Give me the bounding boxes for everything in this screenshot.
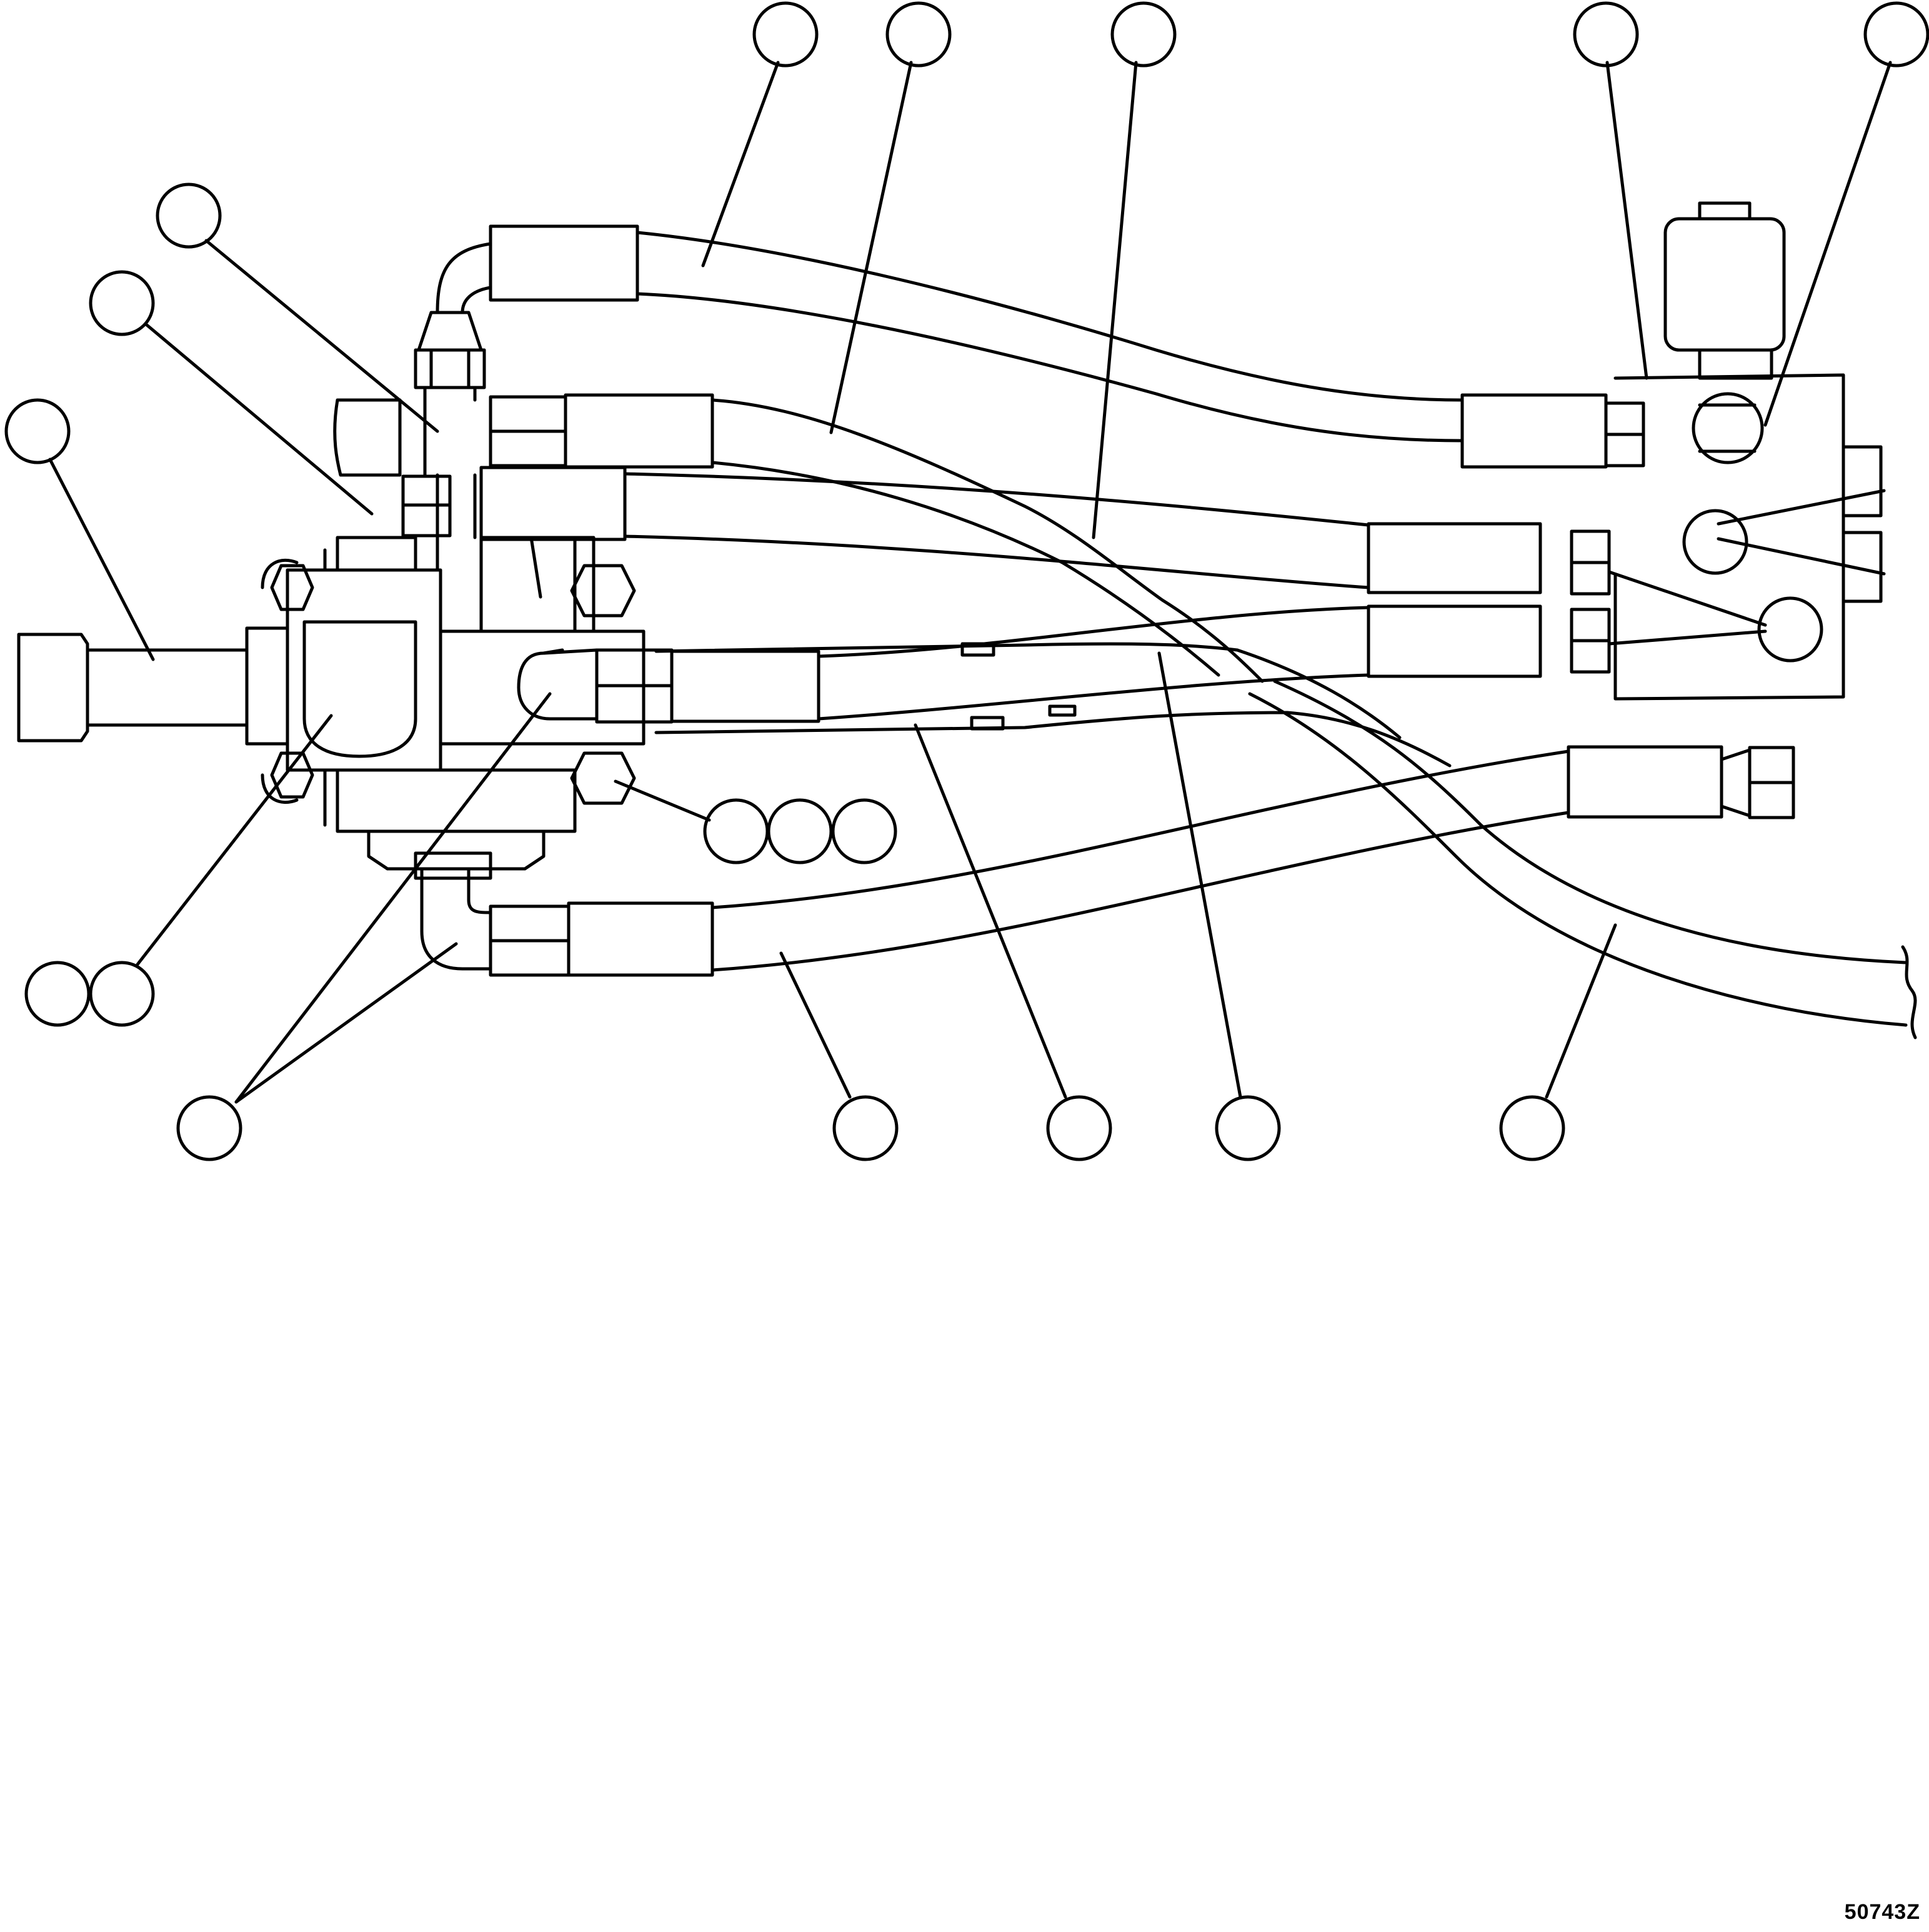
hose-top	[636, 231, 1464, 443]
callout-balloon	[1215, 1095, 1281, 1161]
callout-balloon	[832, 1095, 899, 1161]
callout-balloons	[4, 1, 1929, 1161]
bolt-heads	[261, 558, 636, 805]
hose-crossing	[817, 606, 1370, 721]
leader-lines	[48, 61, 1892, 1104]
callout-balloon	[1110, 1, 1177, 68]
solenoid-manifold	[1613, 201, 1883, 701]
callout-balloon	[89, 270, 155, 336]
callout-balloon	[1046, 1095, 1112, 1161]
main-valve-body	[245, 398, 645, 871]
callout-balloon	[176, 1095, 242, 1161]
callout-balloon	[4, 398, 71, 464]
elbow-bottom	[414, 851, 492, 971]
hose-lower-flat	[654, 642, 1452, 768]
callout-balloon	[156, 183, 222, 249]
callout-balloon	[703, 798, 769, 864]
inlet-pipe	[17, 633, 249, 743]
callout-balloon	[24, 961, 91, 1027]
hose-fittings	[401, 224, 1795, 977]
callout-balloon	[1499, 1095, 1565, 1161]
callout-balloon	[1757, 596, 1823, 663]
clamp-tabs	[960, 642, 1077, 731]
callout-balloon	[752, 1, 819, 68]
elbow-top	[414, 242, 492, 477]
swivel-fitting	[517, 648, 599, 721]
hose-long-sweep	[1248, 679, 1917, 1039]
callout-balloon	[1682, 509, 1748, 575]
callout-balloon	[767, 798, 833, 864]
callout-balloon	[885, 1, 952, 68]
callout-balloon	[89, 961, 155, 1027]
callout-balloon	[1573, 1, 1639, 68]
callout-balloon	[831, 798, 897, 864]
hose-second	[710, 398, 1264, 683]
hose-middle	[623, 472, 1370, 589]
callout-balloon	[1863, 1, 1929, 68]
drawing-code-label: 50743Z	[1844, 1900, 1920, 1924]
